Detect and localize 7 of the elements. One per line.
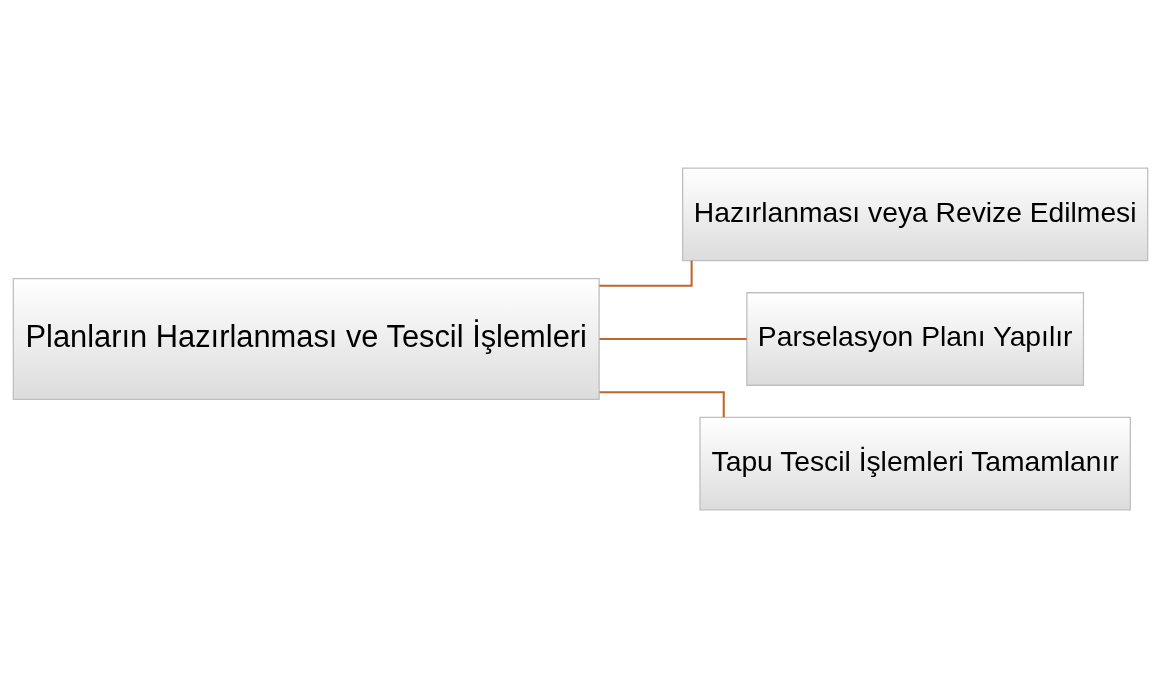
connector bbox=[599, 337, 747, 340]
node-box: Hazırlanması veya Revize Edilmesi bbox=[682, 167, 1149, 261]
node-box: Tapu Tescil İşlemleri Tamamlanır bbox=[699, 416, 1131, 510]
node-box: Planların Hazırlanması ve Tescil İşlemleri bbox=[12, 277, 600, 400]
connector bbox=[599, 260, 693, 287]
node-box: Parselasyon Planı Yapılır bbox=[746, 291, 1085, 386]
connector bbox=[599, 390, 725, 417]
